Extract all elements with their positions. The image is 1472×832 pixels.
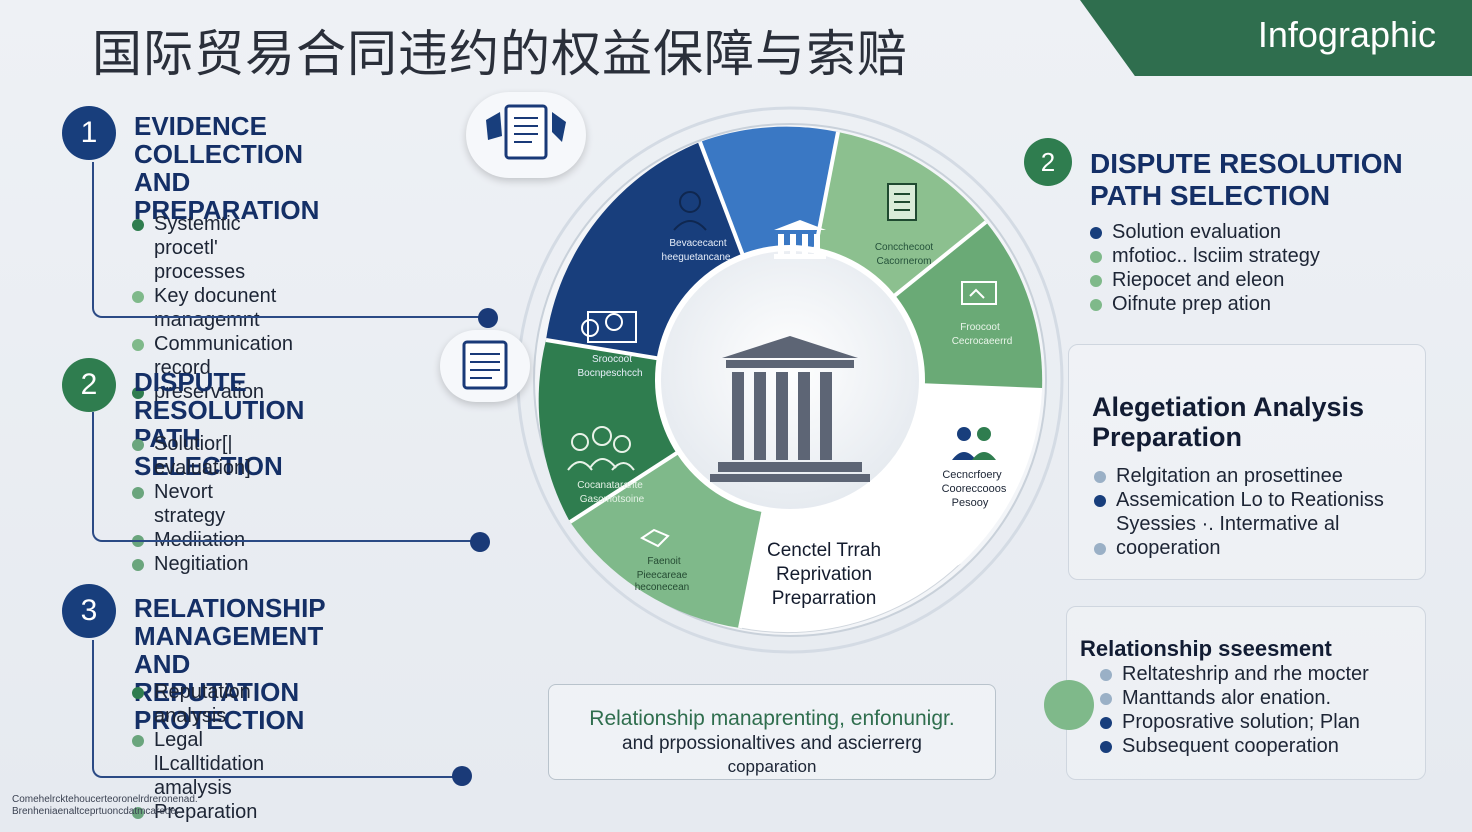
segment-label: Froocoot — [960, 322, 1000, 333]
segment-label: Reprivation — [776, 564, 872, 585]
bullet-item: Nevort strategy — [132, 480, 251, 528]
section-title: EVIDENCE COLLECTION AND PREPARATION — [134, 111, 320, 225]
document-icon — [887, 183, 917, 221]
bullet-item: Solutior[| evaluation] — [132, 432, 251, 480]
segment-label: Pesooy — [952, 497, 989, 509]
segment-label: Preparration — [772, 588, 877, 609]
documents-icon — [486, 104, 566, 160]
section-title: RELATIONSHIP MANAGEMENT AND REPUTATION P… — [134, 593, 326, 735]
bullet-item: Oifnute prep ation — [1090, 292, 1320, 316]
section-title: DISPUTE RESOLUTION PATH SELECTION — [134, 367, 305, 481]
segment-label: Bevacecacnt — [669, 238, 726, 249]
summary-line: copparation — [727, 757, 817, 776]
segment-label: Bocnpeschcch — [577, 368, 642, 379]
bullet-item: Syessies ·. Intermative al — [1116, 513, 1340, 535]
process-wheel: Bevacecacnt heeguetancane Concchecoot Ca… — [516, 106, 1064, 654]
segment-label: Cacornerom — [876, 256, 931, 267]
summary-line: Relationship manaprenting, enfonunigr. — [589, 707, 955, 730]
segment-label: Gasomotsoine — [580, 494, 645, 505]
panel-title: Relationship sseesment — [1080, 636, 1332, 661]
bullet-item: Subsequent cooperation — [1100, 734, 1369, 758]
segment-label: Faenoit — [647, 556, 681, 567]
person-icon — [673, 191, 707, 231]
segment-label: Cooreccooos — [942, 483, 1007, 495]
section-number-badge: 2 — [1024, 138, 1072, 186]
connector-dot — [452, 766, 472, 786]
bullet-item: Key docunent managemnt — [132, 284, 293, 332]
bullet-item: cooperation — [1094, 536, 1384, 560]
bullet-item: Proposrative solution; Plan — [1100, 710, 1369, 734]
banner-label: Infographic — [1257, 14, 1436, 55]
summary-line: and prpossionaltives and ascierrerg — [622, 733, 922, 754]
segment-label: Cenctel Trrah — [767, 540, 881, 561]
bullet-item: Preparation — [132, 800, 264, 824]
footnote: Comehelrcktehoucerteoronelrdreronenad. B… — [12, 794, 198, 817]
section-number-badge: 1 — [62, 106, 116, 160]
team-icon — [567, 426, 635, 471]
certificate-icon — [961, 281, 997, 305]
segment-label: Cecrocaeerrd — [952, 336, 1013, 347]
bank-icon — [774, 220, 826, 259]
page-title: 国际贸易合同违约的权益保障与索赔 — [92, 25, 908, 83]
meeting-icon — [581, 311, 637, 343]
relationship-summary-box: Relationship manaprenting, enfonunigr. a… — [548, 684, 996, 780]
courthouse-icon — [710, 336, 870, 482]
bullet-item: Relgitation an prosettinee — [1094, 464, 1384, 488]
bullet-item: Assemication Lo to Reationiss — [1094, 488, 1384, 512]
segment-label: Sroocoot — [592, 354, 632, 365]
header-banner — [1080, 0, 1472, 76]
bullet-item: Reputation analysis — [132, 680, 264, 728]
documents-icon-bubble — [466, 92, 586, 178]
segment-label: heeguetancane — [662, 252, 731, 263]
segment-label: Cocanatarante — [577, 480, 643, 491]
bullet-item: Legal lLcalltidation amalysis — [132, 728, 264, 800]
connector-line — [92, 640, 456, 778]
segment-label: Cecncrfoery — [942, 469, 1002, 481]
analysis-panel — [1068, 344, 1426, 580]
bullet-item: Riepocet and eleon — [1090, 268, 1320, 292]
bullet-item: mfotioc.. lsciim strategy — [1090, 244, 1320, 268]
report-icon — [462, 340, 508, 390]
wheel-hub — [655, 245, 925, 515]
segment-label: Concchecoot — [875, 242, 934, 253]
connector-line — [92, 162, 482, 318]
section-number-badge: 3 — [62, 584, 116, 638]
segment-label: heconecean — [635, 582, 690, 593]
bullet-item: Reltateshrip and rhe mocter — [1100, 662, 1369, 686]
section-title: DISPUTE RESOLUTION PATH SELECTION — [1090, 148, 1403, 211]
bullet-item: Manttands alor enation. — [1100, 686, 1369, 710]
connector-dot — [478, 308, 498, 328]
bullet-item: Solution evaluation — [1090, 220, 1320, 244]
section-number-badge: 2 — [62, 358, 116, 412]
people-icon — [952, 427, 996, 460]
bullet-item: preservation — [132, 380, 293, 404]
bullet-item: Systemtic procetl' processes — [132, 212, 293, 284]
leaf-icon — [1044, 680, 1094, 730]
bullet-item: Communication record — [132, 332, 293, 380]
segment-label: Pieecareae — [637, 570, 688, 581]
handshake-icon — [640, 528, 670, 548]
report-icon-bubble — [440, 330, 530, 402]
connector-dot — [470, 532, 490, 552]
connector-line — [92, 412, 474, 542]
bullet-item: Negitiation — [132, 552, 251, 576]
panel-title: Alegetiation Analysis Preparation — [1092, 392, 1365, 452]
